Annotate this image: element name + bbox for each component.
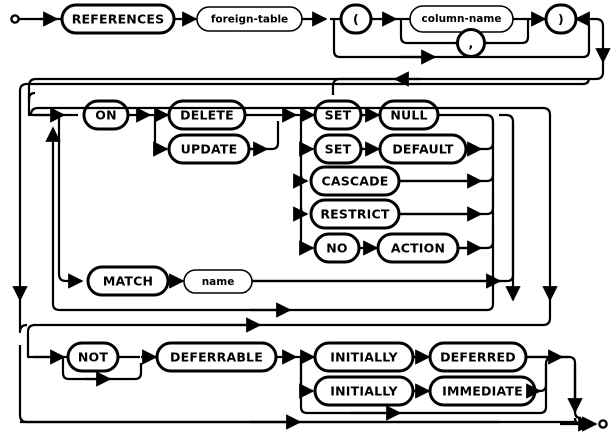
node-initially1-label: INITIALLY bbox=[330, 350, 398, 365]
rail-inner-return-b bbox=[45, 126, 180, 312]
rail-wrap1-b bbox=[331, 77, 400, 95]
node-restrict-label: RESTRICT bbox=[320, 207, 390, 222]
rail-to-update bbox=[153, 115, 169, 157]
rail-paren-bypass-right bbox=[420, 11, 591, 59]
rail-comma-right bbox=[453, 19, 530, 51]
rail-collector-513-top bbox=[499, 113, 515, 123]
node-cascade-label: CASCADE bbox=[321, 174, 388, 189]
node-immediate-label: IMMEDIATE bbox=[442, 384, 523, 399]
node-on-label: ON bbox=[95, 108, 117, 123]
rail-outer-return-a bbox=[110, 300, 552, 327]
row-deferrable: NOT DEFERRABLE INITIALLY DEFERRED INITIA… bbox=[18, 341, 608, 432]
row-on-actions: ON DELETE UPDATE SET NULL SET DEFA bbox=[12, 77, 591, 318]
rail-action-out bbox=[458, 225, 495, 250]
rail-init-bypass-b bbox=[390, 364, 548, 415]
rail-def-entry bbox=[26, 345, 58, 359]
rail-immediate-out bbox=[535, 364, 548, 393]
rail-restrict-out bbox=[399, 192, 495, 216]
rail-on-corner bbox=[27, 91, 36, 103]
node-not-label: NOT bbox=[78, 350, 108, 365]
node-update-label: UPDATE bbox=[181, 142, 238, 157]
node-no-label: NO bbox=[326, 241, 348, 256]
node-null-label: NULL bbox=[390, 108, 427, 123]
rail-to-initially2 bbox=[299, 357, 315, 399]
row-references: REFERENCES foreign-table ( column-name ,… bbox=[10, 3, 611, 65]
rail-collector-546-top bbox=[544, 355, 569, 365]
rail-to-match bbox=[57, 115, 84, 289]
node-comma-label: , bbox=[469, 36, 474, 51]
rail-not-bypass-b bbox=[100, 363, 143, 381]
rail-action-col bbox=[299, 115, 315, 256]
node-deferred-label: DEFERRED bbox=[440, 350, 516, 365]
wrap-row1-to-row2 bbox=[27, 62, 605, 103]
rail-to-setdefault bbox=[299, 141, 315, 157]
node-match-label: MATCH bbox=[103, 274, 153, 289]
rail-comma-left bbox=[399, 19, 488, 45]
rail-paren-bypass-left bbox=[332, 19, 430, 59]
node-default-label: DEFAULT bbox=[392, 142, 454, 157]
node-initially2-label: INITIALLY bbox=[330, 384, 398, 399]
node-delete-label: DELETE bbox=[180, 108, 234, 123]
rail-to-restrict bbox=[293, 206, 309, 222]
rail-to-cascade bbox=[293, 173, 309, 189]
rail-wrap1-a bbox=[340, 62, 605, 81]
rail-row1-exit bbox=[576, 17, 611, 64]
node-references-label: REFERENCES bbox=[72, 12, 165, 27]
node-lparen-label: ( bbox=[353, 12, 359, 27]
rail-collector-550-top bbox=[29, 106, 552, 116]
node-foreign-table-label: foreign-table bbox=[211, 14, 288, 26]
rail-outer-return-b bbox=[26, 323, 110, 345]
rail-deferred-out bbox=[526, 355, 577, 412]
rail-default-out bbox=[466, 122, 495, 151]
end-marker bbox=[598, 419, 608, 429]
rail-cascade-out bbox=[399, 160, 495, 183]
node-deferrable-label: DEFERRABLE bbox=[170, 350, 263, 365]
rail-not-bypass-a bbox=[61, 357, 100, 381]
rail-wrap1-c bbox=[27, 77, 340, 103]
rail-outer-skip-top bbox=[18, 77, 591, 92]
node-name-label: name bbox=[202, 276, 235, 288]
node-action-label: ACTION bbox=[391, 241, 445, 256]
start-marker bbox=[10, 14, 20, 24]
rail-init-bypass-a bbox=[299, 357, 390, 415]
node-set2-label: SET bbox=[325, 142, 352, 157]
rail-collector-493-top bbox=[485, 113, 495, 123]
node-rparen-label: ) bbox=[558, 12, 564, 27]
rail-outer-skip-join bbox=[18, 300, 28, 334]
rail-inner-return-a bbox=[180, 300, 495, 312]
node-column-name-label: column-name bbox=[422, 13, 502, 25]
rail-update-out bbox=[249, 121, 280, 151]
node-set1-label: SET bbox=[325, 108, 352, 123]
wrap-row2-to-row3 bbox=[18, 300, 552, 345]
